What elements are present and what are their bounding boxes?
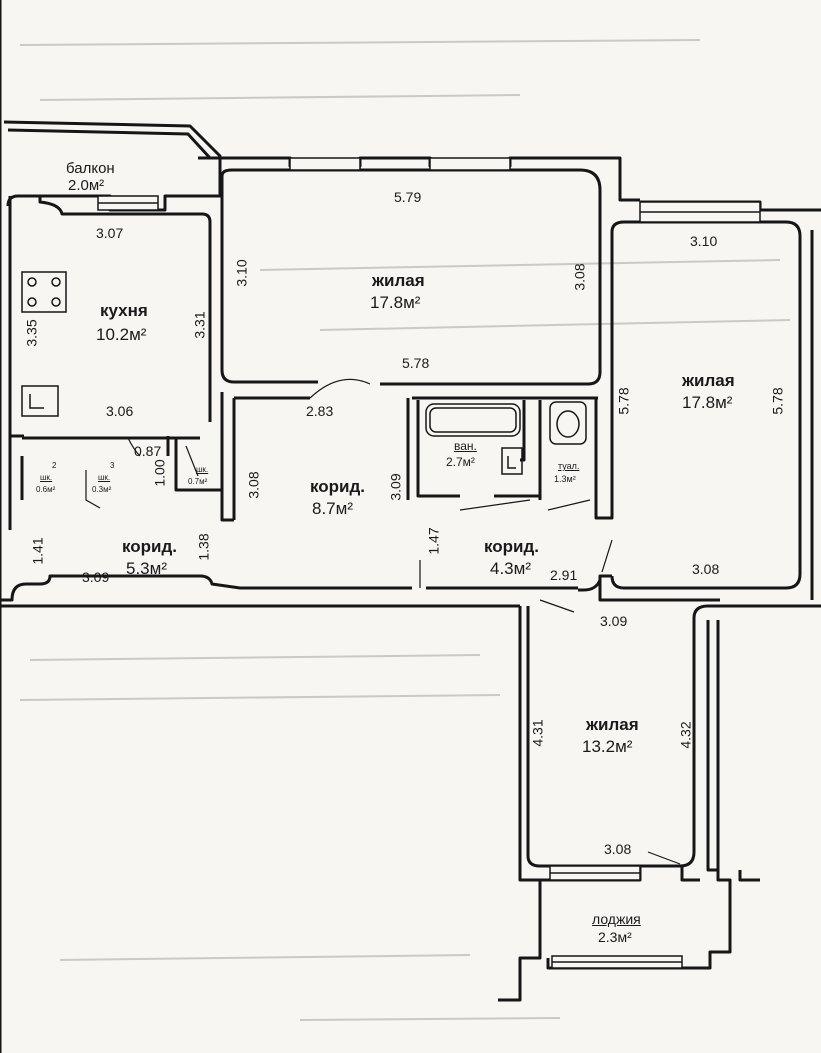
- bath-name: ван.: [454, 439, 477, 453]
- balcony-area: 2.0м²: [68, 177, 105, 194]
- toilet-area: 1.3м²: [554, 474, 576, 484]
- door-swings: [85, 378, 681, 865]
- dim-living-top-right: 3.08: [571, 263, 588, 291]
- closet1-number: 2: [52, 461, 57, 470]
- living-bottom-name: жилая: [586, 715, 639, 734]
- dim-living-right-bottom: 3.08: [692, 561, 720, 577]
- dim-living-right-top: 3.10: [690, 233, 718, 249]
- corridor-right-area: 4.3м²: [490, 559, 531, 578]
- closet1-area: 0.6м²: [36, 485, 56, 494]
- dim-closet-width: 0.87: [134, 443, 162, 459]
- toilet-name: туал.: [558, 461, 580, 471]
- corridor-main-name: корид.: [310, 477, 366, 496]
- dim-living-top-left: 3.10: [233, 259, 250, 287]
- dim-corridor-main-right: 3.09: [387, 473, 404, 501]
- closet1-name: шк.: [40, 473, 53, 482]
- dim-kitchen-left: 3.35: [23, 319, 40, 347]
- living-bottom-area: 13.2м²: [582, 737, 633, 756]
- corridor-left-name: корид.: [122, 537, 178, 556]
- dim-kitchen-right: 3.31: [191, 311, 208, 339]
- bath-area: 2.7м²: [446, 455, 475, 469]
- dim-living-top-bottom: 5.78: [402, 355, 430, 371]
- balcony-name: балкон: [66, 160, 115, 177]
- background-marks: [19, 39, 791, 1021]
- dim-kitchen-top: 3.07: [96, 225, 124, 241]
- closet2-number: 3: [110, 461, 115, 470]
- dim-living-right-right: 5.78: [769, 387, 786, 415]
- living-top-name: жилая: [372, 271, 425, 290]
- dim-corridor-main-left: 3.08: [245, 471, 262, 499]
- kitchen-name: кухня: [100, 301, 148, 320]
- sink-icon: [21, 385, 59, 417]
- dim-living-bottom-left: 4.31: [529, 719, 546, 747]
- stove-icon: [21, 271, 67, 313]
- dim-corridor-left-bottom: 3.09: [82, 569, 110, 585]
- windows: [97, 157, 761, 969]
- closet3-area: 0.7м²: [188, 477, 208, 486]
- dim-living-bottom-bottom: 3.08: [604, 841, 632, 857]
- dim-living-bottom-right: 4.32: [677, 721, 694, 749]
- dim-corridor-left-right: 1.38: [195, 533, 212, 561]
- closet2-area: 0.3м²: [92, 485, 112, 494]
- bathtub-icon: [425, 403, 521, 437]
- dim-closet-depth: 1.00: [151, 459, 168, 487]
- dim-corridor-right-left: 1.47: [425, 527, 442, 555]
- living-right-name: жилая: [682, 371, 735, 390]
- loggia-area: 2.3м²: [598, 929, 632, 945]
- toilet-icon: [549, 401, 587, 445]
- dim-kitchen-bottom: 3.06: [106, 403, 134, 419]
- corridor-main-area: 8.7м²: [312, 499, 353, 518]
- dim-living-top-top: 5.79: [394, 189, 422, 205]
- kitchen-area: 10.2м²: [96, 325, 147, 344]
- dim-corridor-left-left: 1.41: [29, 537, 46, 565]
- dim-corridor-right-bottom: 2.91: [550, 567, 578, 583]
- closet2-name: шк.: [98, 473, 111, 482]
- corridor-left-area: 5.3м²: [126, 559, 167, 578]
- dim-living-bottom-top: 3.09: [600, 613, 628, 629]
- washbasin-icon: [501, 447, 523, 475]
- corridor-right-name: корид.: [484, 537, 540, 556]
- dim-corridor-main-top: 2.83: [306, 403, 334, 419]
- dim-living-right-left: 5.78: [615, 387, 632, 415]
- closet3-name: шк.: [196, 465, 209, 474]
- living-top-area: 17.8м²: [370, 293, 421, 312]
- living-right-area: 17.8м²: [682, 393, 733, 412]
- loggia-name: лоджия: [592, 911, 641, 927]
